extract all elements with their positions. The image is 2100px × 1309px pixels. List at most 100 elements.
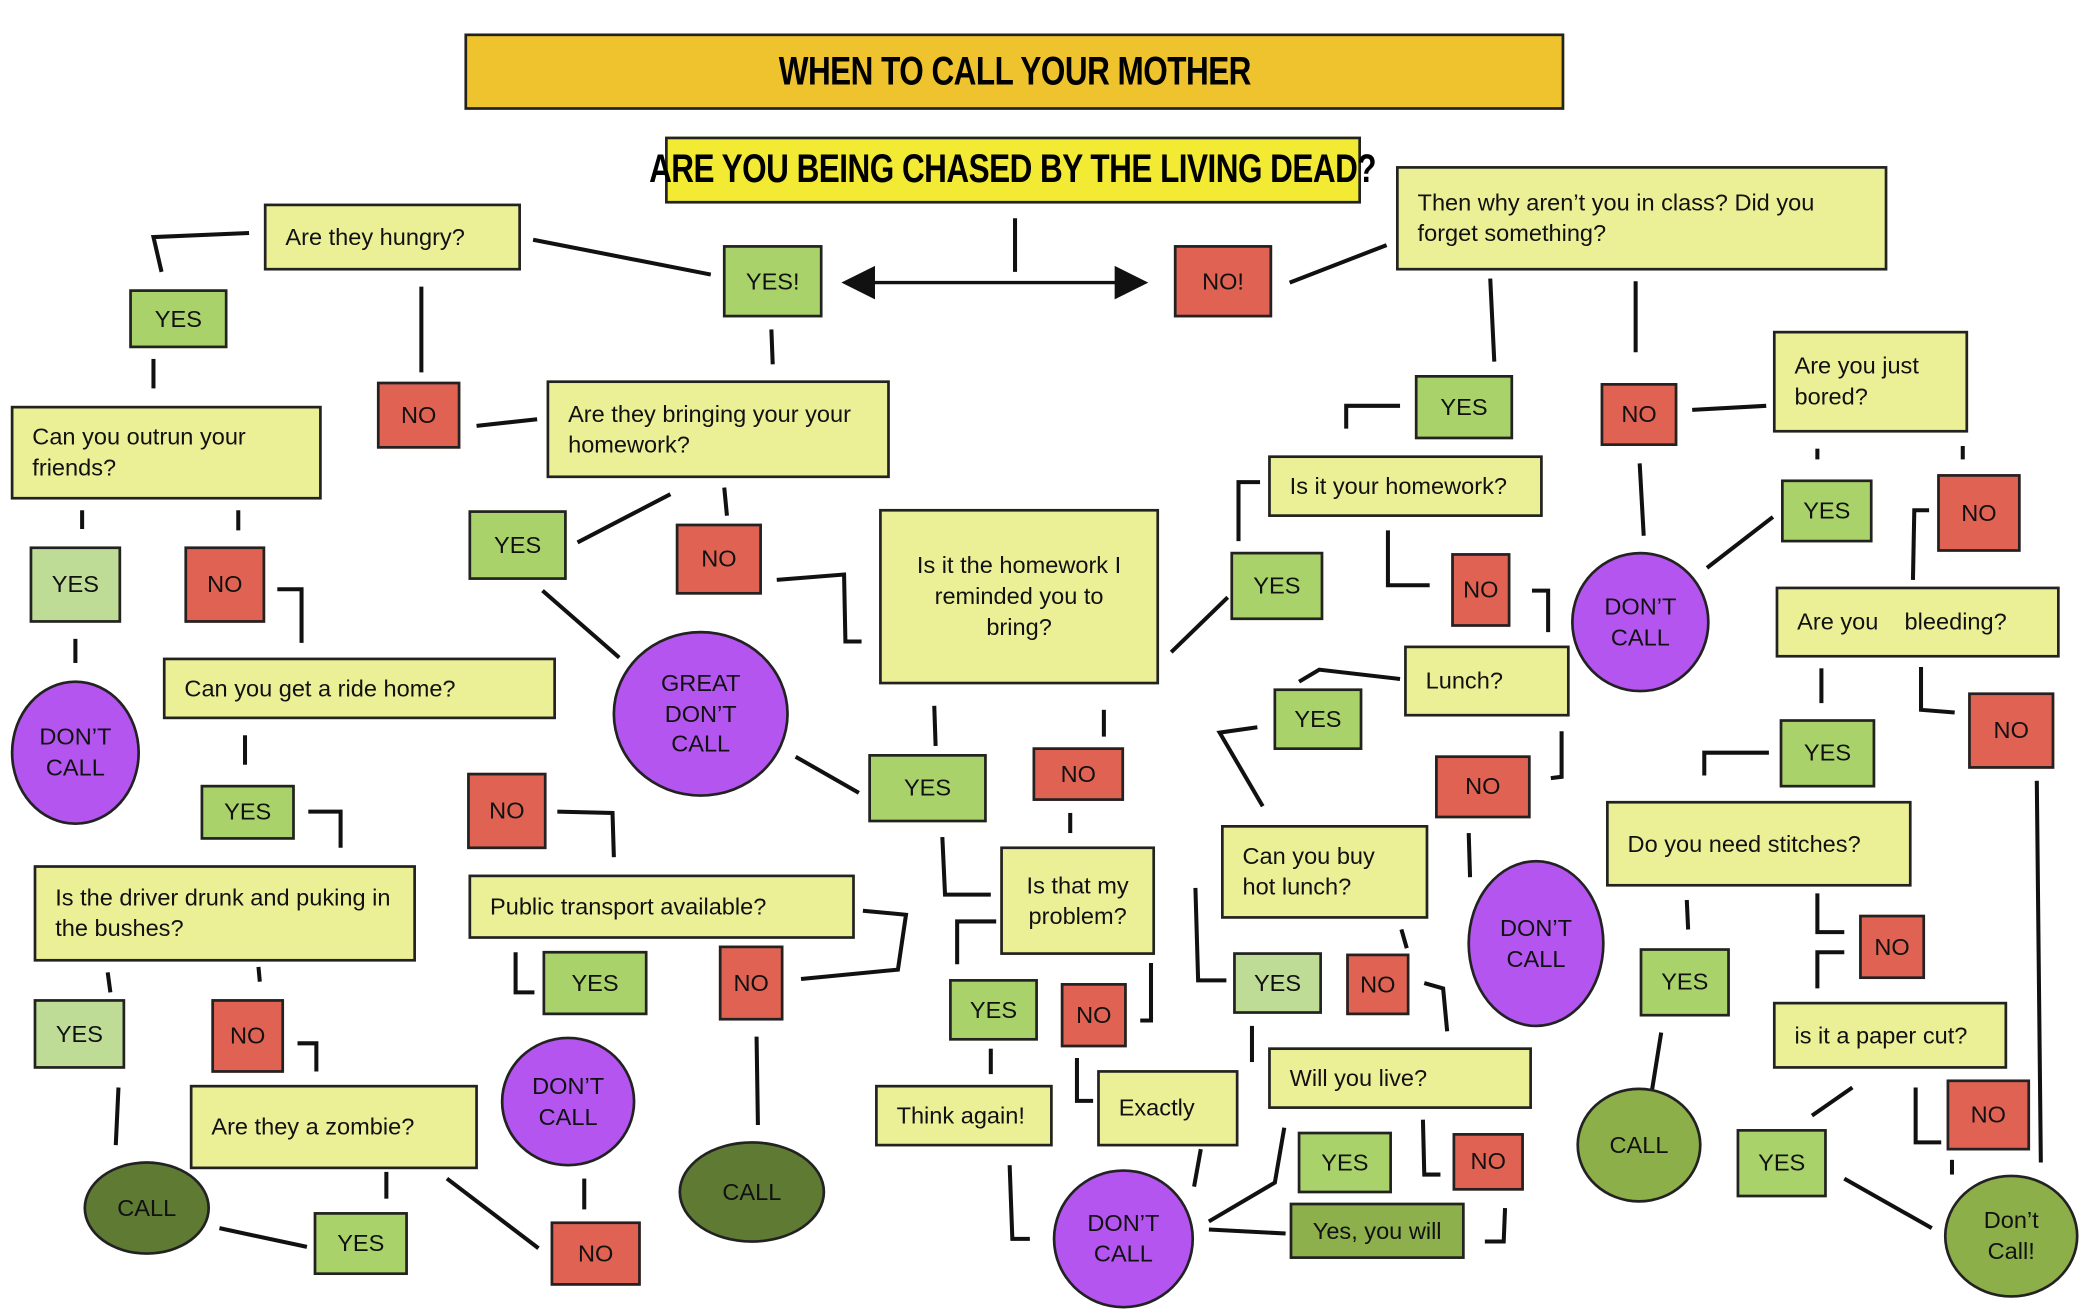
call-circle: CALL [83,1161,211,1255]
connector-line [2034,780,2043,1163]
yes-box: YES [1781,479,1873,543]
yes-box-label: YES [1253,969,1302,996]
yes-box: YES [1414,375,1514,440]
no-box-label: NO [1961,499,1997,526]
no-box: NO [1600,383,1678,446]
yes-box: YES [1639,948,1730,1017]
connector-line [1488,278,1497,362]
dont-call-circle: DON’T CALL [1052,1169,1195,1309]
dont-call-circle-label: GREAT DON’T CALL [660,669,747,758]
dont-call-circle: DON’T CALL [1467,859,1605,1028]
connector-line [754,1036,760,1126]
connector-line [1649,1032,1664,1092]
no-box-label: NO [207,570,243,598]
connector-line [794,754,860,795]
question-box-label: Do you need stitches? [1627,829,1861,857]
yes-box: YES [1297,1131,1392,1194]
connector-line [513,952,535,995]
yes-box-label: YES [494,531,542,558]
question-box-label: Are you bleeding? [1797,608,2007,635]
yes-box-label: YES [337,1229,385,1257]
yes-box-label: YES [903,774,952,802]
connector-line [476,417,538,428]
connector-line [1810,1085,1854,1118]
connector-line [1399,928,1409,949]
connector-line [1919,666,1955,715]
question-box: is it a paper cut? [1772,1001,2008,1069]
connector-line [277,587,304,643]
connector-line [1815,950,1845,989]
no-box-label: NO [1970,1101,2007,1128]
yes-box-label: YES! [745,267,800,295]
no-box: NO! [1173,245,1273,318]
no-box: NO [211,999,285,1073]
question-box: Public transport available? [468,874,855,939]
connector-line [1910,508,1930,580]
question-box: Lunch? [1404,645,1570,717]
connector-line [1843,1176,1933,1230]
connector-line [256,966,262,982]
yes-box-label: YES [1803,497,1851,524]
no-box: NO [1346,953,1410,1016]
dont-call-circle: GREAT DON’T CALL [612,630,789,797]
yes-box-label: YES [224,798,272,826]
connector-line [722,487,729,516]
call-circle: CALL [678,1141,826,1243]
dont-call-circle: DON’T CALL [1571,551,1710,693]
connector-line [932,705,938,747]
yes-box-label: YES [1803,739,1852,767]
no-box: NO [550,1221,641,1286]
yes-box-label: YES [1758,1149,1806,1177]
yes-box: YES [542,950,648,1016]
connector-line [1236,480,1261,542]
connector-lines [73,218,2043,1250]
connector-line [1913,1087,1942,1145]
yes-box: YES [129,289,228,349]
connector-line [308,809,343,848]
question-box: Do you need stitches? [1606,800,1912,887]
question-box-label: Can you outrun your friends? [32,423,253,481]
question-box: Is it the homework I reminded you to bri… [879,508,1160,685]
question-box: Then why aren’t you in class? Did you fo… [1396,166,1888,271]
dont-call-circle-label: DON’T CALL [39,723,118,781]
yes-box-label: YES [51,570,99,598]
no-box-label: NO [400,401,437,429]
yes-box-label: YES [1661,968,1709,996]
question-box-label: Is it your homework? [1289,472,1508,500]
connector-line [445,1176,540,1250]
connector-line [1705,515,1775,570]
connector-line [1550,731,1564,781]
question-box-label: Then why aren’t you in class? Did you fo… [1417,189,1821,247]
yes-box: YES [1233,952,1322,1014]
connector-line [576,492,672,545]
connector-line [1702,750,1769,776]
connector-line [105,972,113,993]
question-box-label: Are they bringing your your homework? [568,400,858,458]
yes-box: YES [868,754,987,823]
dont-call-circle-label: DON’T CALL [532,1072,611,1130]
connector-line [1298,667,1401,684]
dont-call-circle: DON’T CALL [500,1036,636,1167]
connector-line [1344,403,1401,429]
chart-title: WHEN TO CALL YOUR MOTHER [464,33,1565,110]
no-box-label: NO [1621,400,1657,428]
connector-line [1684,899,1691,930]
connector-line [1288,243,1388,285]
no-box: NO [184,546,266,623]
no-box: NO [718,945,784,1021]
connector-line [1466,832,1473,878]
question-box: Are they a zombie? [189,1084,478,1170]
yes-box-label: YES [1253,572,1301,599]
no-box-label: NO [1360,970,1396,998]
start-question: ARE YOU BEING CHASED BY THE LIVING DEAD? [650,136,1377,204]
no-box: NO [1060,983,1127,1048]
question-box-label: Is that my problem? [1026,871,1136,929]
connector-line [150,231,250,273]
yes-box: YES [1273,688,1363,751]
connector-line [219,1226,308,1249]
question-box: Can you buy hot lunch? [1221,825,1429,919]
yes-box: YES [33,999,126,1069]
question-box: Think again! [875,1084,1053,1147]
question-box-label: Think again! [896,1101,1025,1129]
no-box: NO [675,523,762,595]
